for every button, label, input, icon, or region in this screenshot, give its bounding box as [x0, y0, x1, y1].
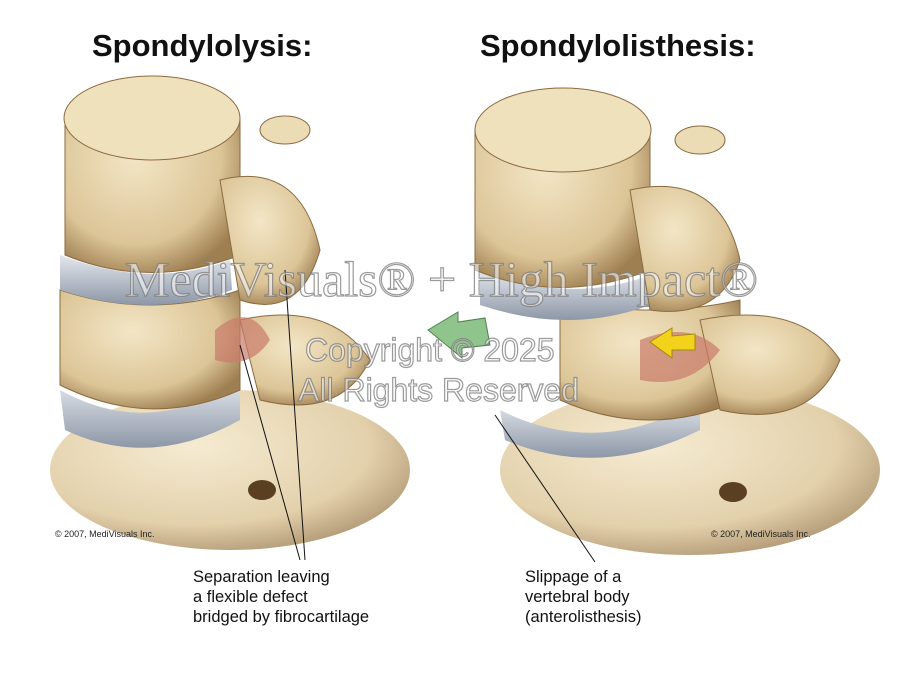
leader-line: [284, 269, 306, 561]
leader-line: [239, 344, 301, 561]
left-vertebrae: [50, 75, 410, 550]
right-vertebrae: [474, 87, 880, 555]
caption-line: vertebral body: [525, 588, 630, 606]
caption-line: Separation leaving: [193, 568, 330, 586]
left-copyright: © 2007, MediVisuals Inc.: [55, 529, 155, 539]
right-copyright: © 2007, MediVisuals Inc.: [711, 529, 811, 539]
right-title: Spondylolisthesis:: [480, 28, 756, 63]
leader-line: [494, 414, 596, 563]
caption-line: Slippage of a: [525, 568, 622, 586]
yellow-arrow-icon: [649, 327, 696, 359]
green-arrow-icon: [427, 311, 491, 360]
left-title: Spondylolysis:: [92, 28, 313, 63]
right-caption: Slippage of a vertebral body (anterolist…: [525, 567, 641, 627]
watermark-line3: All Rights Reserved: [297, 371, 579, 408]
caption-line: bridged by fibrocartilage: [193, 608, 370, 626]
caption-line: a flexible defect: [193, 588, 308, 606]
caption-line: (anterolisthesis): [525, 608, 642, 626]
watermark-line1: MediVisuals® + High Impact®: [124, 250, 759, 307]
left-caption: Separation leaving a flexible defect bri…: [193, 567, 369, 627]
watermark-line2: Copyright © 2025: [304, 331, 555, 368]
